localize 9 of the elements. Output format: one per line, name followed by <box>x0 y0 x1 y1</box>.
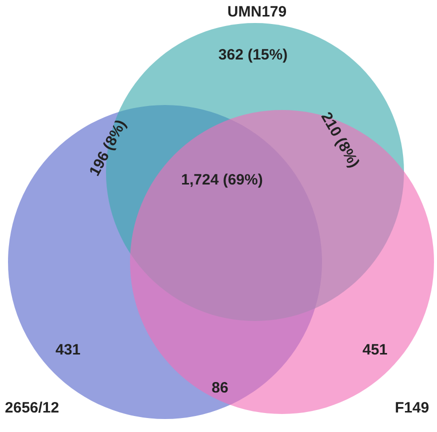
region-count: 1,724 (69%) <box>181 172 263 188</box>
set-title: UMN179 <box>227 4 287 20</box>
region-count: 196 (8%) <box>86 117 130 179</box>
region-count: 431 <box>55 342 81 358</box>
region-count: 362 (15%) <box>218 46 288 64</box>
set-title: F149 <box>394 400 430 416</box>
set-title: 2656/12 <box>4 400 60 416</box>
region-count: 451 <box>362 342 388 358</box>
region-count: 86 <box>212 380 228 396</box>
